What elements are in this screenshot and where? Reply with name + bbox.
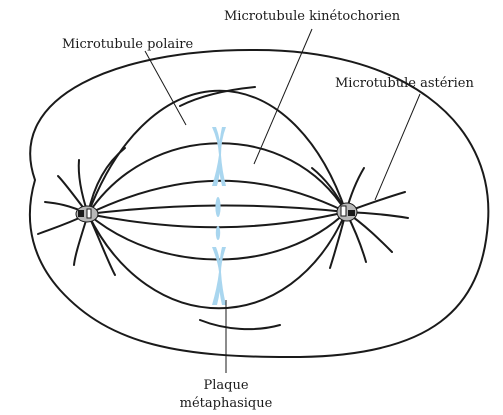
chromosomes <box>212 127 226 305</box>
label-metaphase-plate-line1: Plaque <box>203 378 248 393</box>
right-centrosome <box>337 203 357 221</box>
label-astral-microtubule: Microtubule astérien <box>335 76 474 91</box>
left-centrosome <box>76 206 98 222</box>
label-polar-microtubule: Microtubule polaire <box>62 37 193 52</box>
label-kinetochore-microtubule: Microtubule kinétochorien <box>224 9 401 24</box>
right-aster <box>312 168 408 268</box>
polar-microtubules <box>180 87 280 329</box>
label-metaphase-plate-line2: métaphasique <box>180 396 273 411</box>
